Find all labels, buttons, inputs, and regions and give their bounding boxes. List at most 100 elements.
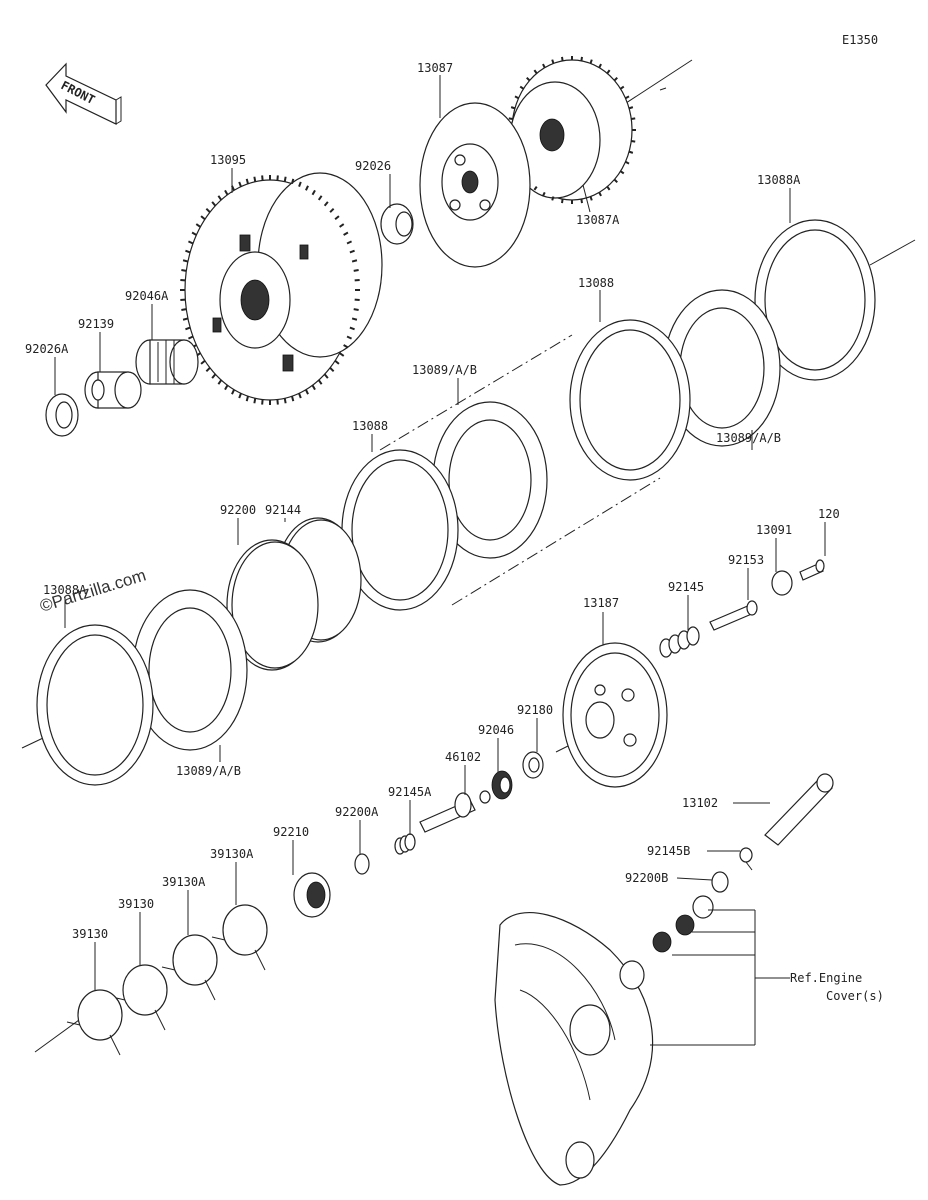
gear-tooth xyxy=(589,196,593,201)
label-13087A: 13087A xyxy=(576,213,620,227)
friction-plate-13088A-top xyxy=(754,219,876,381)
washer-92026A xyxy=(45,393,79,437)
label-13088A-top: 13088A xyxy=(757,173,801,187)
gear-tooth xyxy=(323,201,329,207)
gear-tooth xyxy=(343,231,349,236)
gear-tooth xyxy=(311,384,316,391)
gear-tooth xyxy=(589,59,593,64)
gear-tooth xyxy=(628,106,634,110)
gear-tooth xyxy=(628,150,634,154)
spring-92145A xyxy=(394,833,416,855)
plate-13187 xyxy=(562,642,668,788)
ref-bracket xyxy=(650,909,790,1046)
gear-tooth xyxy=(211,201,217,207)
gear-tooth xyxy=(181,269,187,272)
gear-tooth xyxy=(334,215,340,221)
label-92200: 92200 xyxy=(220,503,256,517)
label-13088A-left: 13088A xyxy=(43,583,87,597)
label-39130A-2: 39130A xyxy=(162,875,206,889)
gear-tooth xyxy=(283,398,287,404)
gear-tooth xyxy=(346,335,352,340)
label-92026: 92026 xyxy=(355,159,391,173)
lever-plate-39130A-1 xyxy=(211,904,268,971)
leader-lines xyxy=(54,75,826,990)
label-92145B: 92145B xyxy=(647,844,690,858)
gear-tooth xyxy=(182,317,189,321)
gear-tooth xyxy=(317,379,323,385)
clutch-gear-13095 xyxy=(180,172,383,405)
ref-note-line2: Cover(s) xyxy=(826,989,884,1003)
ring-92200B xyxy=(711,871,729,893)
gear-tooth xyxy=(298,181,302,187)
gear-tooth xyxy=(238,181,242,187)
gear-tooth xyxy=(217,379,223,385)
label-92144: 92144 xyxy=(265,503,301,517)
label-13087: 13087 xyxy=(417,61,453,75)
gear-tooth xyxy=(185,249,191,254)
spring-92145 xyxy=(659,626,700,658)
gear-tooth xyxy=(323,373,329,379)
lever-plate-39130-2 xyxy=(66,989,123,1056)
gear-tooth xyxy=(188,335,194,340)
washer-92026 xyxy=(380,203,414,245)
gear-tooth xyxy=(181,308,187,311)
friction-plate-13088-mid xyxy=(341,449,459,611)
gear-tooth xyxy=(317,195,323,201)
gear-tooth xyxy=(542,191,546,197)
gear-tooth xyxy=(353,269,359,272)
gear-tooth xyxy=(349,326,355,331)
gear-tooth xyxy=(311,189,316,196)
gear-tooth xyxy=(329,367,335,373)
gear-tooth xyxy=(561,56,564,62)
label-13088-top: 13088 xyxy=(578,276,614,290)
gear-tooth xyxy=(205,207,211,213)
gear-tooth xyxy=(619,85,625,90)
gear-tooth xyxy=(606,69,611,74)
gear-tooth xyxy=(514,95,519,100)
label-13095: 13095 xyxy=(210,153,246,167)
diagram-code: E1350 xyxy=(842,33,878,47)
friction-plate-13088-top xyxy=(569,319,691,481)
gear-tooth xyxy=(245,178,249,185)
engine-cover xyxy=(494,911,654,1186)
gear-tooth xyxy=(200,359,206,365)
gear-tooth xyxy=(598,63,602,69)
gear-tooth xyxy=(510,106,516,110)
label-92139: 92139 xyxy=(78,317,114,331)
bolt-92153 xyxy=(709,600,758,631)
gear-tooth xyxy=(598,191,602,197)
label-92145: 92145 xyxy=(668,580,704,594)
gear-tooth xyxy=(519,85,525,90)
gear-tooth xyxy=(205,367,211,373)
gear-tooth xyxy=(305,389,309,395)
steel-plate-13089-left xyxy=(132,589,248,751)
gear-tooth xyxy=(349,249,355,254)
gear-tooth xyxy=(334,359,340,365)
needle-bearing-92046A xyxy=(135,339,199,385)
gear-tooth xyxy=(551,196,555,201)
friction-plate-13088A-left xyxy=(36,624,154,786)
gear-tooth xyxy=(329,207,335,213)
label-92153: 92153 xyxy=(728,553,764,567)
gear-tooth xyxy=(351,317,358,321)
gear-tooth xyxy=(606,186,611,191)
label-92200B: 92200B xyxy=(625,871,668,885)
gear-tooth xyxy=(625,160,630,165)
gear-tooth xyxy=(185,326,191,331)
gear-tooth xyxy=(631,139,636,143)
spring-92145B xyxy=(739,847,753,871)
ref-note-line1: Ref.Engine xyxy=(790,971,862,985)
gear-tooth xyxy=(291,395,295,402)
gear-tooth xyxy=(580,198,583,204)
gear-tooth xyxy=(353,308,359,311)
gear-tooth xyxy=(619,170,625,175)
label-92026A: 92026A xyxy=(25,342,69,356)
gear-tooth xyxy=(245,395,249,402)
wire-ring-92200 xyxy=(226,539,319,671)
gear-tooth xyxy=(526,76,531,82)
gear-tooth xyxy=(339,352,345,357)
label-92210: 92210 xyxy=(273,825,309,839)
label-13089-mid: 13089/A/B xyxy=(412,363,477,377)
gear-tooth xyxy=(217,195,223,201)
label-120: 120 xyxy=(818,507,840,521)
